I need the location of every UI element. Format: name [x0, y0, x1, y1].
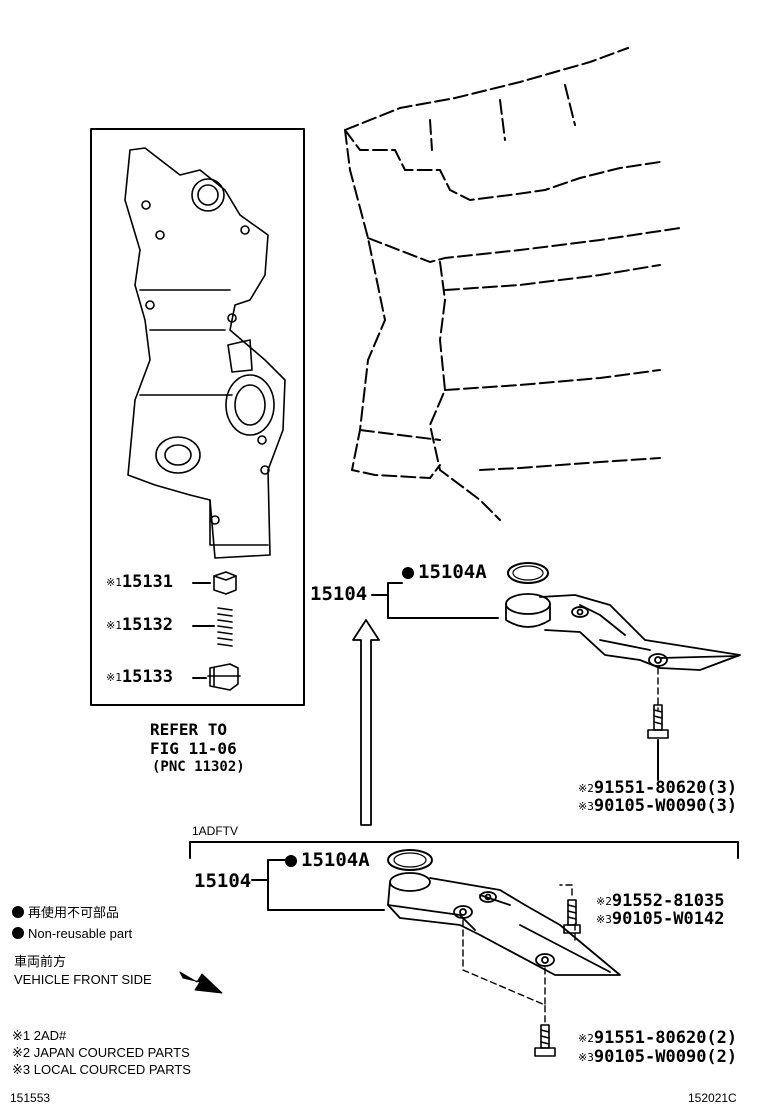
lower-bolt-a [563, 899, 581, 934]
lower-bolt-b [534, 1024, 556, 1057]
note-mark: ※3 [596, 913, 612, 926]
lower-oil-strainer [387, 872, 621, 976]
note-mark: ※2 [596, 895, 612, 908]
refer-line-1: REFER TO [150, 720, 228, 739]
note-3: ※3 LOCAL COURCED PARTS [12, 1062, 191, 1077]
note-1: ※1 2AD# [12, 1028, 67, 1043]
vehicle-front-arrow [179, 971, 223, 994]
variant-bracket [189, 841, 739, 859]
upper-oil-strainer [505, 593, 741, 671]
lower-bolt-a1-label[interactable]: ※291552-81035 [596, 893, 724, 910]
nonreusable-dot-icon [12, 906, 24, 918]
legend-nonreusable-en: Non-reusable part [12, 927, 132, 940]
part-number: 15133 [121, 667, 174, 687]
lower-bolt-b1-label[interactable]: ※291551-80620(2) [578, 1030, 737, 1047]
upper-bolt2-label[interactable]: ※390105-W0090(3) [578, 798, 737, 815]
note-mark: ※2 [578, 1032, 594, 1045]
note-mark: ※3 [578, 800, 594, 813]
upper-o-ring [507, 562, 549, 584]
upper-gasket-label[interactable]: 15104A [402, 563, 487, 582]
part-number: 15104A [418, 561, 487, 583]
engine-block-outline [344, 47, 681, 521]
part-label-15133[interactable]: ※115133 [106, 669, 173, 686]
part-number: 15132 [121, 615, 174, 635]
note-mark: ※2 [578, 782, 594, 795]
upper-bolt [647, 704, 669, 739]
lower-bolt-b2-label[interactable]: ※390105-W0090(2) [578, 1049, 737, 1066]
part-number: 15131 [121, 572, 174, 592]
part-label-15131[interactable]: ※115131 [106, 574, 173, 591]
part-label-15132[interactable]: ※115132 [106, 617, 173, 634]
legend-front-en: VEHICLE FRONT SIDE [14, 972, 152, 987]
part-number: 15104A [301, 849, 370, 871]
lower-leaders [251, 859, 385, 911]
refer-fig-link[interactable]: FIG 11-06 [150, 739, 237, 758]
nonreusable-dot-icon [402, 567, 414, 579]
note-mark: ※1 [106, 619, 122, 632]
nonreusable-dot-icon [285, 855, 297, 867]
note-2: ※2 JAPAN COURCED PARTS [12, 1045, 190, 1060]
part-number: 91551-80620(2) [593, 1028, 738, 1048]
nonreusable-dot-icon [12, 927, 24, 939]
lower-o-ring [387, 849, 433, 871]
part-number: 91551-80620(3) [593, 778, 738, 798]
lower-assembly-label[interactable]: 15104 [194, 870, 252, 892]
note-mark: ※1 [106, 671, 122, 684]
upper-assembly-label[interactable]: 15104 [310, 583, 368, 605]
relief-valve-parts [207, 571, 241, 691]
inset-leaders [192, 582, 215, 679]
legend-nonreusable-jp: 再使用不可部品 [12, 906, 119, 919]
front-arrow-up [352, 619, 380, 826]
variant-label: 1ADFTV [192, 824, 239, 838]
refer-pnc: (PNC 11302) [152, 759, 245, 775]
timing-cover-drawing [124, 147, 286, 559]
part-number: 90105-W0090(2) [593, 1047, 738, 1067]
legend-front-jp: 車両前方 [14, 954, 67, 969]
legend-text: Non-reusable part [28, 926, 133, 941]
inset-frame [90, 128, 305, 706]
part-number: 90105-W0142 [611, 909, 725, 929]
upper-bolt1-label[interactable]: ※291551-80620(3) [578, 780, 737, 797]
note-mark: ※3 [578, 1051, 594, 1064]
note-mark: ※1 [106, 576, 122, 589]
footer-left-code: 151553 [10, 1091, 51, 1105]
lower-bolt-a2-label[interactable]: ※390105-W0142 [596, 911, 724, 928]
part-number: 91552-81035 [611, 891, 725, 911]
part-number: 90105-W0090(3) [593, 796, 738, 816]
upper-leaders [371, 582, 499, 619]
lower-dashed-guides [462, 884, 576, 1026]
lower-gasket-label[interactable]: 15104A [285, 851, 370, 870]
footer-right-code: 152021C [688, 1091, 737, 1105]
legend-text: 再使用不可部品 [28, 905, 120, 920]
